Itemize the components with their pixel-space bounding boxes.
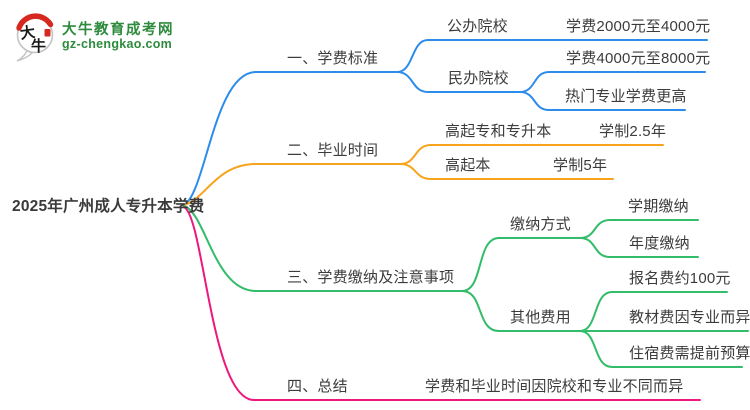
node-summary-detail: 学费和毕业时间因院校和专业不同而异: [425, 378, 684, 395]
node-other-fees: 其他费用: [510, 309, 571, 326]
branch-graduation-connectors: [183, 144, 664, 206]
node-private-colleges: 民办院校: [448, 70, 509, 87]
node-gaoqizhuan-zhuanshengben: 高起专和专升本: [445, 123, 552, 140]
node-duration-5-years: 学制5年: [553, 157, 608, 174]
node-payment-method: 缴纳方式: [510, 216, 571, 233]
site-logo: 大 牛 大牛教育成考网 gz-chengkao.com: [12, 8, 272, 62]
logo-bubble-icon: 大 牛: [16, 13, 54, 62]
node-summary: 四、总结: [287, 378, 348, 395]
node-textbook-fee: 教材费因专业而异: [629, 309, 750, 326]
node-accommodation-fee: 住宿费需提前预算: [629, 345, 750, 362]
node-public-colleges: 公办院校: [447, 18, 508, 35]
node-duration-2-5-years: 学制2.5年: [599, 123, 667, 140]
node-gaoqiben: 高起本: [445, 157, 491, 174]
brand-domain: gz-chengkao.com: [62, 37, 173, 51]
node-tuition-standard: 一、学费标准: [287, 50, 379, 67]
node-pay-per-year: 年度缴纳: [629, 235, 690, 252]
node-graduation-time: 二、毕业时间: [287, 142, 379, 159]
node-registration-fee: 报名费约100元: [629, 270, 731, 287]
branch-summary-connectors: [183, 206, 701, 401]
node-payment-and-notes: 三、学费缴纳及注意事项: [287, 269, 455, 286]
branch-payment-connectors: [183, 205, 749, 368]
branch-tuition-connectors: [183, 39, 708, 206]
node-public-tuition-range: 学费2000元至4000元: [566, 18, 711, 35]
logo-seal: [44, 29, 51, 37]
root-node: 2025年广州成人专升本学费: [12, 198, 205, 215]
logo-mark-bottom: 牛: [31, 37, 46, 55]
logo-bubble-tail: [16, 50, 34, 62]
logo-red-cap: [16, 13, 54, 31]
node-popular-major-tuition: 热门专业学费更高: [565, 88, 687, 105]
brand-name: 大牛教育成考网: [62, 22, 174, 38]
logo-mark-top: 大: [19, 23, 36, 43]
node-private-tuition-range: 学费4000元至8000元: [566, 50, 711, 67]
node-pay-per-semester: 学期缴纳: [628, 198, 689, 215]
